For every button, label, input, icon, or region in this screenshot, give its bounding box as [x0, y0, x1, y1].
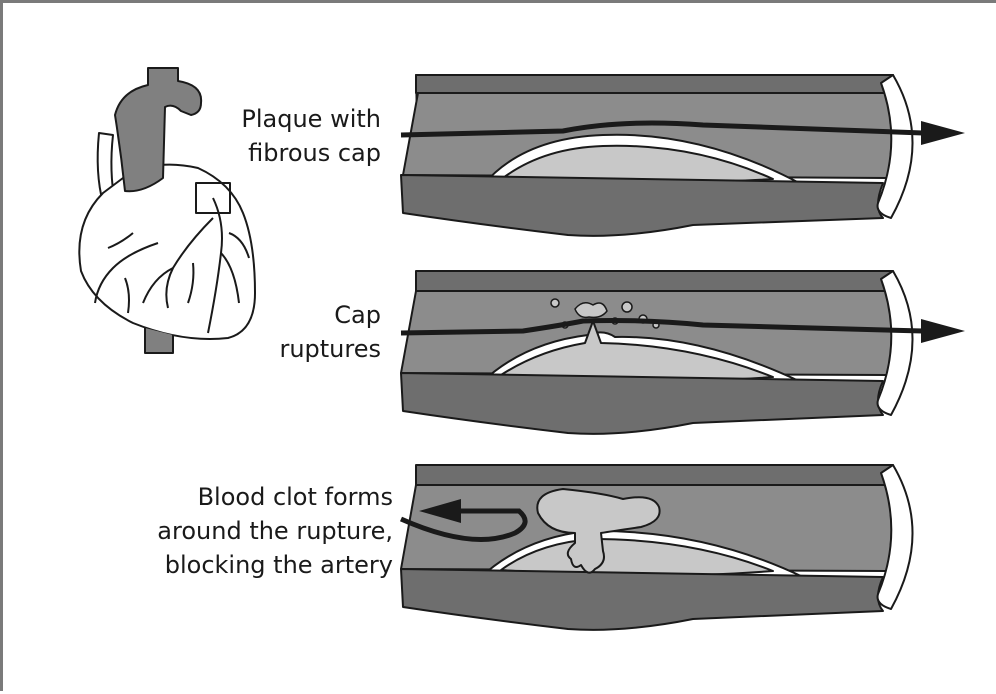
label-stage-3-line-2: around the rupture,	[157, 517, 393, 545]
vessel-stage-1	[401, 75, 913, 236]
label-stage-3-line-3: blocking the artery	[165, 551, 393, 579]
vessel-stage-3	[401, 465, 913, 630]
label-stage-1-line-2: fibrous cap	[248, 139, 381, 167]
label-stage-1: Plaque with fibrous cap	[241, 105, 381, 167]
plaque-rupture-diagram: Plaque with fibrous cap Cap ruptures Blo…	[3, 3, 996, 694]
label-stage-3-line-1: Blood clot forms	[198, 483, 393, 511]
label-stage-1-line-1: Plaque with	[241, 105, 381, 133]
label-stage-2-line-2: ruptures	[279, 335, 381, 363]
vessel-stage-2	[401, 271, 913, 434]
label-stage-2: Cap ruptures	[279, 301, 381, 363]
label-stage-2-line-1: Cap	[334, 301, 381, 329]
heart-body	[79, 165, 255, 339]
label-stage-3: Blood clot forms around the rupture, blo…	[157, 483, 393, 579]
heart-illustration	[79, 68, 255, 353]
